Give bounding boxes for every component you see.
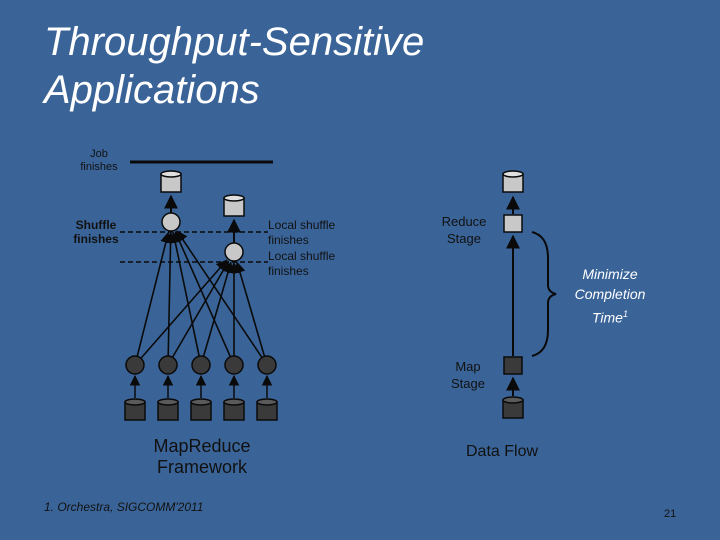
page-number: 21 — [664, 508, 677, 520]
local-shuffle-label-1: Local shuffle finishes — [268, 218, 336, 247]
footnote: 1. Orchestra, SIGCOMM'2011 — [44, 500, 204, 514]
mapper-input-disk — [157, 398, 179, 421]
shuffle-edge — [234, 261, 266, 357]
reducer-2-output-disk — [223, 194, 245, 217]
mapper-input-disk — [256, 398, 278, 421]
mapper-input-disk — [124, 398, 146, 421]
shuffle-edge — [171, 260, 230, 358]
mapper-input-disk — [223, 398, 245, 421]
shuffle-edge — [176, 230, 263, 358]
mapper-node — [158, 355, 178, 375]
shuffle-edges — [136, 230, 266, 359]
mapper-node — [257, 355, 277, 375]
minimize-completion-text: Minimize Completion Time — [574, 266, 646, 326]
mapper-nodes — [124, 355, 278, 421]
reducer-node-2 — [224, 242, 244, 262]
mapper-input-disk — [190, 398, 212, 421]
minimize-completion-label: Minimize Completion Time1 — [565, 264, 655, 328]
shuffle-edge — [136, 231, 172, 357]
dataflow-top-disk — [502, 170, 524, 193]
title-line-2: Applications — [44, 68, 260, 112]
local-shuffle-label-2: Local shuffle finishes — [268, 249, 336, 278]
slide-title: Throughput-Sensitive Applications — [44, 18, 424, 114]
map-stage-box — [503, 356, 523, 375]
shuffle-edge — [140, 259, 228, 359]
mapper-node — [191, 355, 211, 375]
shuffle-edge — [202, 261, 234, 357]
mapreduce-framework-label: MapReduce Framework — [153, 436, 251, 477]
shuffle-finishes-label: Shuffle finishes — [73, 218, 119, 246]
title-line-1: Throughput-Sensitive — [44, 20, 425, 64]
reduce-stage-box — [503, 214, 523, 233]
reducer-1-output-disk — [160, 170, 182, 193]
completion-brace — [531, 231, 557, 357]
reducer-node-1 — [161, 212, 181, 232]
shuffle-edge — [169, 231, 200, 357]
minimize-footnote-marker: 1 — [622, 309, 628, 319]
map-stage-label: Map Stage — [451, 359, 485, 391]
mapper-node — [224, 355, 244, 375]
job-finishes-label: Job finishes — [80, 148, 118, 173]
mapper-node — [125, 355, 145, 375]
shuffle-edge — [164, 231, 177, 357]
data-flow-label: Data Flow — [466, 443, 539, 460]
shuffle-edge — [174, 231, 232, 358]
reduce-stage-label: Reduce Stage — [441, 214, 487, 246]
dataflow-bottom-disk — [502, 396, 524, 419]
